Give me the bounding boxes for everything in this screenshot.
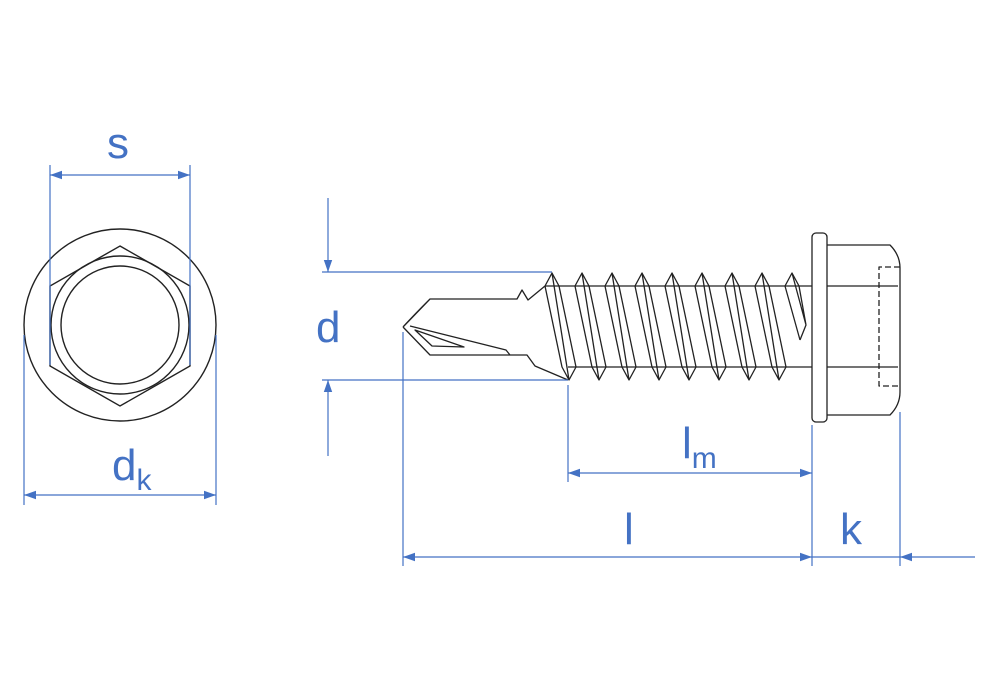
thread-turn — [664, 272, 697, 381]
thread-turn — [574, 272, 607, 381]
label-s: s — [107, 119, 129, 168]
label-lm-main: l — [682, 419, 692, 468]
drill-point — [402, 285, 569, 381]
label-dk-main: d — [112, 441, 137, 490]
thread-turn — [544, 272, 577, 381]
hex-outline — [49, 245, 191, 407]
label-dk-sub: k — [136, 464, 152, 497]
thread-turn — [604, 272, 637, 381]
label-k: k — [840, 505, 862, 554]
flange-circle — [23, 228, 217, 422]
label-l: l — [624, 505, 634, 554]
label-dk: dk — [112, 444, 151, 496]
head-flange — [811, 232, 828, 423]
screw-side-view — [402, 232, 901, 423]
inner-circle — [60, 265, 180, 385]
label-lm: lm — [682, 422, 717, 474]
dimensions — [23, 165, 975, 566]
hex-hidden-edge — [878, 266, 900, 387]
hex-head — [827, 244, 901, 416]
label-lm-sub: m — [691, 442, 717, 475]
thread-turn — [634, 272, 667, 381]
hex-chamfer-circle — [50, 255, 190, 395]
thread-turn — [754, 272, 787, 381]
thread-turn — [724, 272, 757, 381]
thread-turn — [784, 272, 807, 341]
head-front-view — [23, 228, 217, 422]
thread-turn — [694, 272, 727, 381]
label-d: d — [316, 303, 341, 352]
